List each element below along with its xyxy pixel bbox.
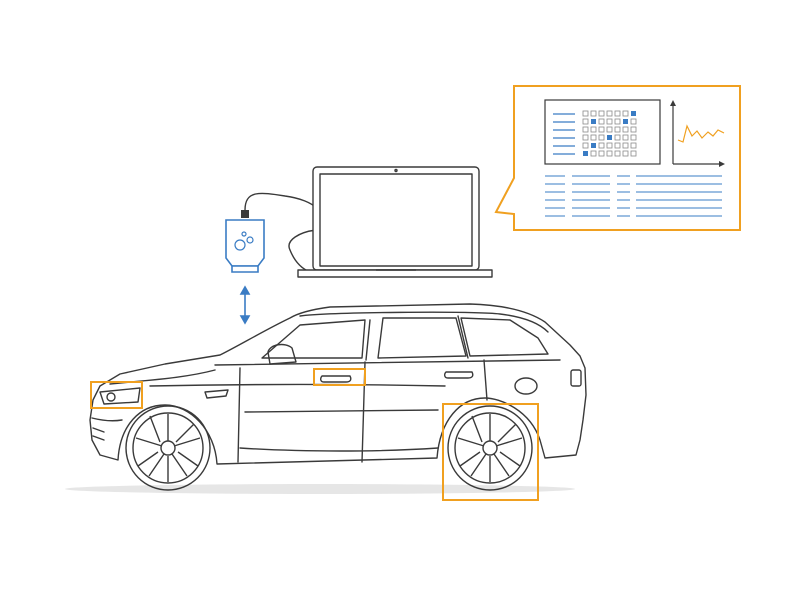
grid-cell: [598, 126, 605, 133]
grid-cell: [614, 126, 621, 133]
rear-door-handle: [444, 371, 474, 379]
grid-cell: [622, 150, 629, 157]
grid-cell: [598, 134, 605, 141]
grid-legend-lines: [553, 113, 575, 155]
grid-cell: [622, 126, 629, 133]
suv-car-icon: [89, 303, 587, 465]
grid-cell: [614, 118, 621, 125]
grid-cell: [622, 134, 629, 141]
grid-cell: [590, 150, 597, 157]
lower-crease: [244, 409, 439, 413]
rear-wheel: [447, 405, 533, 491]
grid-cell: [598, 142, 605, 149]
usb-cable: [244, 192, 317, 211]
grid-cell: [622, 110, 629, 117]
mini-chart-line: [677, 124, 725, 143]
laptop-base: [297, 269, 493, 278]
adapter-base: [231, 265, 259, 273]
adapter-plug: [241, 210, 249, 218]
usb-cable-loop: [288, 229, 317, 273]
highlight-boxes: [90, 368, 539, 501]
mini-chart-y-arrow: [670, 100, 676, 106]
grid-cell: [606, 142, 613, 149]
data-table-lines: [545, 175, 722, 217]
grid-cell: [590, 110, 597, 117]
highlight-door-handle: [313, 368, 366, 386]
highlight-headlight: [90, 381, 143, 409]
laptop-camera: [394, 168, 398, 173]
headlight: [99, 387, 141, 405]
grid-cell-filled: [591, 119, 596, 124]
rear-window: [460, 317, 549, 357]
side-crease: [149, 383, 446, 387]
adapter-bubble: [241, 231, 247, 237]
bidirectional-arrow-icon: [239, 285, 251, 325]
grid-cell: [630, 150, 637, 157]
grid-cell: [582, 126, 589, 133]
rear-door-cut: [483, 359, 488, 401]
grid-cell: [598, 118, 605, 125]
mini-chart: [670, 100, 725, 167]
fuel-cap: [514, 377, 538, 395]
adapter-bubble: [234, 239, 246, 251]
middle-window: [377, 317, 467, 359]
grid-cell-filled: [631, 111, 636, 116]
front-grille: [92, 427, 105, 441]
grid-cell: [606, 150, 613, 157]
laptop-screen: [319, 173, 473, 267]
grid-cell: [630, 118, 637, 125]
grid-cell: [598, 110, 605, 117]
grid-cell: [606, 110, 613, 117]
grid-cell: [590, 126, 597, 133]
grid-cell: [582, 142, 589, 149]
grid-cell: [606, 118, 613, 125]
front-window: [261, 319, 366, 359]
grid-cell: [606, 126, 613, 133]
grid-cell: [622, 142, 629, 149]
grid-cell: [582, 134, 589, 141]
side-mirror: [267, 343, 297, 365]
grid-cell: [630, 134, 637, 141]
grid-cell: [614, 134, 621, 141]
grid-cell-filled: [623, 119, 628, 124]
data-callout-icon: [494, 85, 741, 231]
grid-cell: [614, 150, 621, 157]
tail-light: [570, 369, 582, 387]
obd-adapter-icon: [225, 210, 265, 273]
ground-shadow: [65, 484, 575, 494]
adapter-bubble: [246, 236, 254, 244]
front-door-handle: [320, 375, 352, 383]
highlight-rear-wheel: [442, 403, 539, 501]
fender-vent: [204, 389, 229, 399]
grid-cell-filled: [583, 151, 588, 156]
front-door-cut: [237, 367, 241, 463]
lower-sill: [239, 447, 439, 452]
grid-cells: [582, 110, 637, 157]
grid-cell: [614, 142, 621, 149]
window-pillar: [365, 319, 371, 361]
belt-line: [214, 359, 561, 366]
headlight-lens: [106, 392, 116, 402]
grid-cell: [590, 134, 597, 141]
window-pillar-rear: [457, 315, 469, 359]
grid-cell: [582, 118, 589, 125]
mini-chart-x-arrow: [719, 161, 725, 167]
front-bumper: [91, 417, 123, 422]
grid-cell-filled: [591, 143, 596, 148]
grid-cell-filled: [607, 135, 612, 140]
grid-cell: [582, 110, 589, 117]
grid-cell: [630, 126, 637, 133]
laptop-icon: [297, 166, 493, 278]
front-wheel: [125, 405, 211, 491]
car-roof-line: [299, 311, 549, 333]
grid-cell: [630, 142, 637, 149]
grid-cell: [614, 110, 621, 117]
grid-cell: [598, 150, 605, 157]
